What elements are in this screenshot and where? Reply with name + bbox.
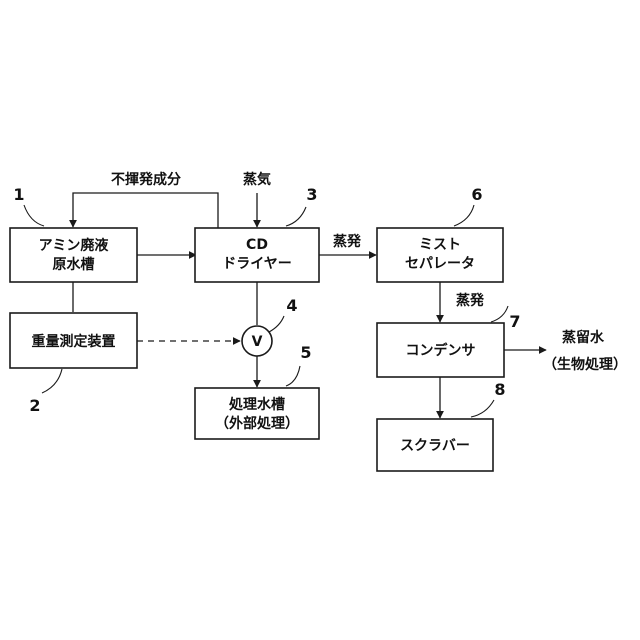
treated-water-tank: 処理水槽 （外部処理）	[195, 388, 319, 439]
valve-label: V	[252, 334, 263, 350]
ref-number-1: 1	[13, 185, 24, 204]
scrubber: スクラバー	[377, 419, 493, 471]
weight-measurement-device: 重量測定装置	[10, 313, 137, 368]
ref-number-7: 7	[509, 312, 520, 331]
leader-3	[286, 207, 306, 226]
amine-tank-label-2: 原水槽	[53, 256, 95, 273]
evaporation-label-2: 蒸発	[456, 292, 485, 309]
leader-4	[269, 316, 284, 332]
scrubber-label: スクラバー	[400, 438, 470, 454]
ref-number-8: 8	[494, 380, 505, 399]
treated-tank-label-1: 処理水槽	[228, 396, 285, 413]
mist-separator-label-1: ミスト	[419, 237, 461, 253]
weight-device-label: 重量測定装置	[32, 333, 116, 350]
leader-5	[286, 366, 300, 386]
evaporation-label-1: 蒸発	[333, 233, 362, 250]
leader-1	[24, 205, 44, 226]
distilled-water-label: 蒸留水	[562, 329, 605, 346]
mist-separator-label-2: セパレータ	[405, 256, 475, 272]
biological-treatment-label: （生物処理）	[543, 356, 627, 373]
valve: V	[242, 326, 272, 356]
steam-in-label: 蒸気	[243, 171, 271, 188]
nonvolatile-label: 不揮発成分	[111, 171, 181, 188]
amine-wastewater-tank: アミン廃液 原水槽	[10, 228, 137, 282]
treated-tank-label-2: （外部処理）	[215, 415, 299, 432]
amine-tank-label-1: アミン廃液	[39, 237, 110, 254]
leader-2	[42, 369, 62, 393]
leader-6	[454, 205, 474, 226]
leader-7	[491, 306, 508, 322]
leader-8	[471, 400, 494, 417]
ref-number-5: 5	[300, 343, 311, 362]
ref-number-4: 4	[286, 296, 297, 315]
ref-number-2: 2	[29, 396, 40, 415]
ref-number-3: 3	[306, 185, 317, 204]
cd-dryer: CD ドライヤー	[195, 228, 319, 282]
condenser: コンデンサ	[377, 323, 504, 377]
cd-dryer-label-1: CD	[246, 237, 268, 253]
ref-number-6: 6	[471, 185, 482, 204]
arrow-nonvolatile-recycle	[73, 193, 218, 228]
mist-separator: ミスト セパレータ	[377, 228, 503, 282]
cd-dryer-label-2: ドライヤー	[222, 256, 292, 272]
condenser-label: コンデンサ	[406, 342, 476, 359]
